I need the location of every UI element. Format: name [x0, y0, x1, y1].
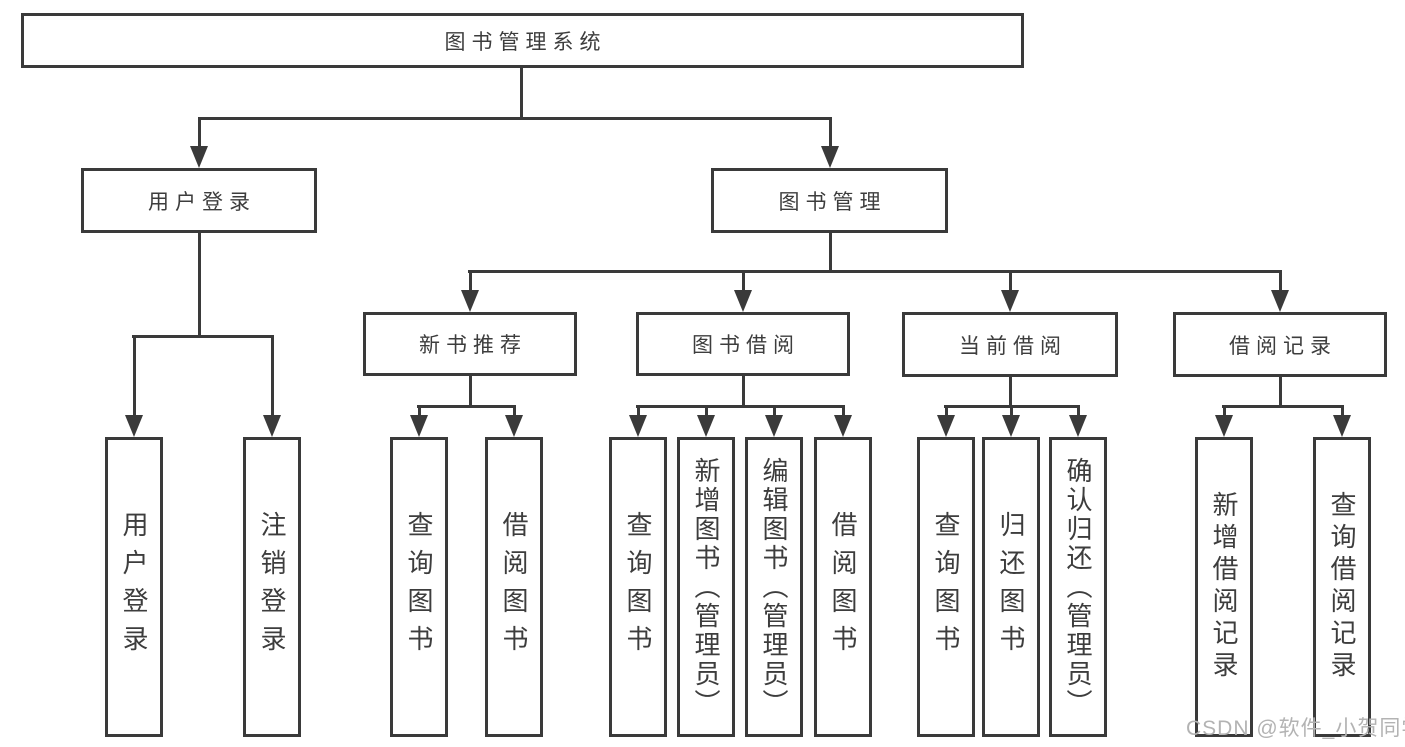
connector-line — [637, 405, 640, 417]
leaf-cb-confirm-return-admin: 确认归还（管理员） — [1049, 437, 1107, 737]
connector-line — [705, 405, 708, 417]
leaf-label: 新增图书（管理员） — [691, 456, 721, 718]
arrow-down-icon — [834, 415, 852, 437]
connector-line — [271, 335, 274, 417]
connector-line — [742, 374, 745, 407]
arrow-down-icon — [1001, 290, 1019, 312]
leaf-label: 用户登录 — [119, 511, 149, 663]
connector-line — [829, 231, 832, 272]
arrow-down-icon — [190, 146, 208, 168]
leaf-label: 查询借阅记录 — [1327, 491, 1357, 683]
node-library-management-system: 图书管理系统 — [21, 13, 1024, 68]
leaf-label: 确认归还（管理员） — [1063, 456, 1093, 718]
leaf-label: 归还图书 — [996, 511, 1026, 663]
connector-line — [1010, 405, 1013, 417]
connector-line — [417, 405, 516, 408]
arrow-down-icon — [1215, 415, 1233, 437]
arrow-down-icon — [937, 415, 955, 437]
leaf-cb-return-books: 归还图书 — [982, 437, 1040, 737]
leaf-label: 新增借阅记录 — [1209, 491, 1239, 683]
arrow-down-icon — [263, 415, 281, 437]
leaf-bb-borrow-books: 借阅图书 — [814, 437, 872, 737]
leaf-nb-query-books: 查询图书 — [390, 437, 448, 737]
node-new-book-recommend: 新书推荐 — [363, 312, 577, 376]
arrow-down-icon — [1333, 415, 1351, 437]
leaf-user-login: 用户登录 — [105, 437, 163, 737]
connector-line — [1077, 405, 1080, 417]
connector-line — [842, 405, 845, 417]
connector-line — [1279, 270, 1282, 293]
connector-line — [1223, 405, 1226, 417]
leaf-label: 查询图书 — [404, 511, 434, 663]
connector-line — [133, 335, 136, 417]
arrow-down-icon — [765, 415, 783, 437]
arrow-down-icon — [821, 146, 839, 168]
connector-line — [468, 270, 1282, 273]
arrow-down-icon — [505, 415, 523, 437]
csdn-watermark: CSDN @软件_小贺同学 — [1186, 717, 1405, 740]
arrow-down-icon — [461, 290, 479, 312]
connector-line — [773, 405, 776, 417]
leaf-label: 查询图书 — [623, 511, 653, 663]
connector-line — [1009, 375, 1012, 407]
connector-line — [1009, 270, 1012, 293]
leaf-bb-add-books-admin: 新增图书（管理员） — [677, 437, 735, 737]
leaf-label: 编辑图书（管理员） — [759, 456, 789, 718]
node-borrowing-records: 借阅记录 — [1173, 312, 1387, 377]
node-label: 图书借阅 — [692, 334, 800, 357]
connector-line — [198, 231, 201, 337]
node-label: 当前借阅 — [959, 334, 1067, 358]
node-user-login: 用户登录 — [81, 168, 317, 233]
leaf-bb-edit-books-admin: 编辑图书（管理员） — [745, 437, 803, 737]
connector-line — [742, 270, 745, 293]
connector-line — [829, 117, 832, 148]
node-label: 用户登录 — [148, 190, 256, 214]
leaf-br-query-borrow-record: 查询借阅记录 — [1313, 437, 1371, 737]
arrow-down-icon — [410, 415, 428, 437]
connector-line — [513, 405, 516, 417]
leaf-label: 借阅图书 — [499, 511, 529, 663]
leaf-br-add-borrow-record: 新增借阅记录 — [1195, 437, 1253, 737]
leaf-cb-query-books: 查询图书 — [917, 437, 975, 737]
leaf-label: 借阅图书 — [828, 511, 858, 663]
node-label: 借阅记录 — [1229, 334, 1337, 358]
arrow-down-icon — [697, 415, 715, 437]
arrow-down-icon — [1069, 415, 1087, 437]
arrow-down-icon — [629, 415, 647, 437]
node-book-management: 图书管理 — [711, 168, 948, 233]
leaf-label: 查询图书 — [931, 511, 961, 663]
connector-line — [418, 405, 421, 417]
leaf-nb-borrow-books: 借阅图书 — [485, 437, 543, 737]
leaf-label: 注销登录 — [257, 511, 287, 663]
connector-line — [469, 270, 472, 293]
connector-line — [520, 66, 523, 118]
connector-line — [945, 405, 948, 417]
arrow-down-icon — [1002, 415, 1020, 437]
node-book-borrowing: 图书借阅 — [636, 312, 850, 376]
node-label: 图书管理 — [778, 190, 887, 214]
connector-line — [469, 374, 472, 407]
connector-line — [1279, 375, 1282, 407]
arrow-down-icon — [125, 415, 143, 437]
arrow-down-icon — [1271, 290, 1289, 312]
node-current-borrowing: 当前借阅 — [902, 312, 1118, 377]
connector-line — [132, 335, 274, 338]
leaf-logout: 注销登录 — [243, 437, 301, 737]
connector-line — [1341, 405, 1344, 417]
connector-line — [198, 117, 201, 148]
arrow-down-icon — [734, 290, 752, 312]
node-label: 图书管理系统 — [444, 30, 607, 54]
connector-line — [198, 117, 832, 120]
connector-line — [636, 405, 845, 408]
node-label: 新书推荐 — [419, 334, 527, 357]
leaf-bb-query-books: 查询图书 — [609, 437, 667, 737]
connector-line — [1222, 405, 1344, 408]
